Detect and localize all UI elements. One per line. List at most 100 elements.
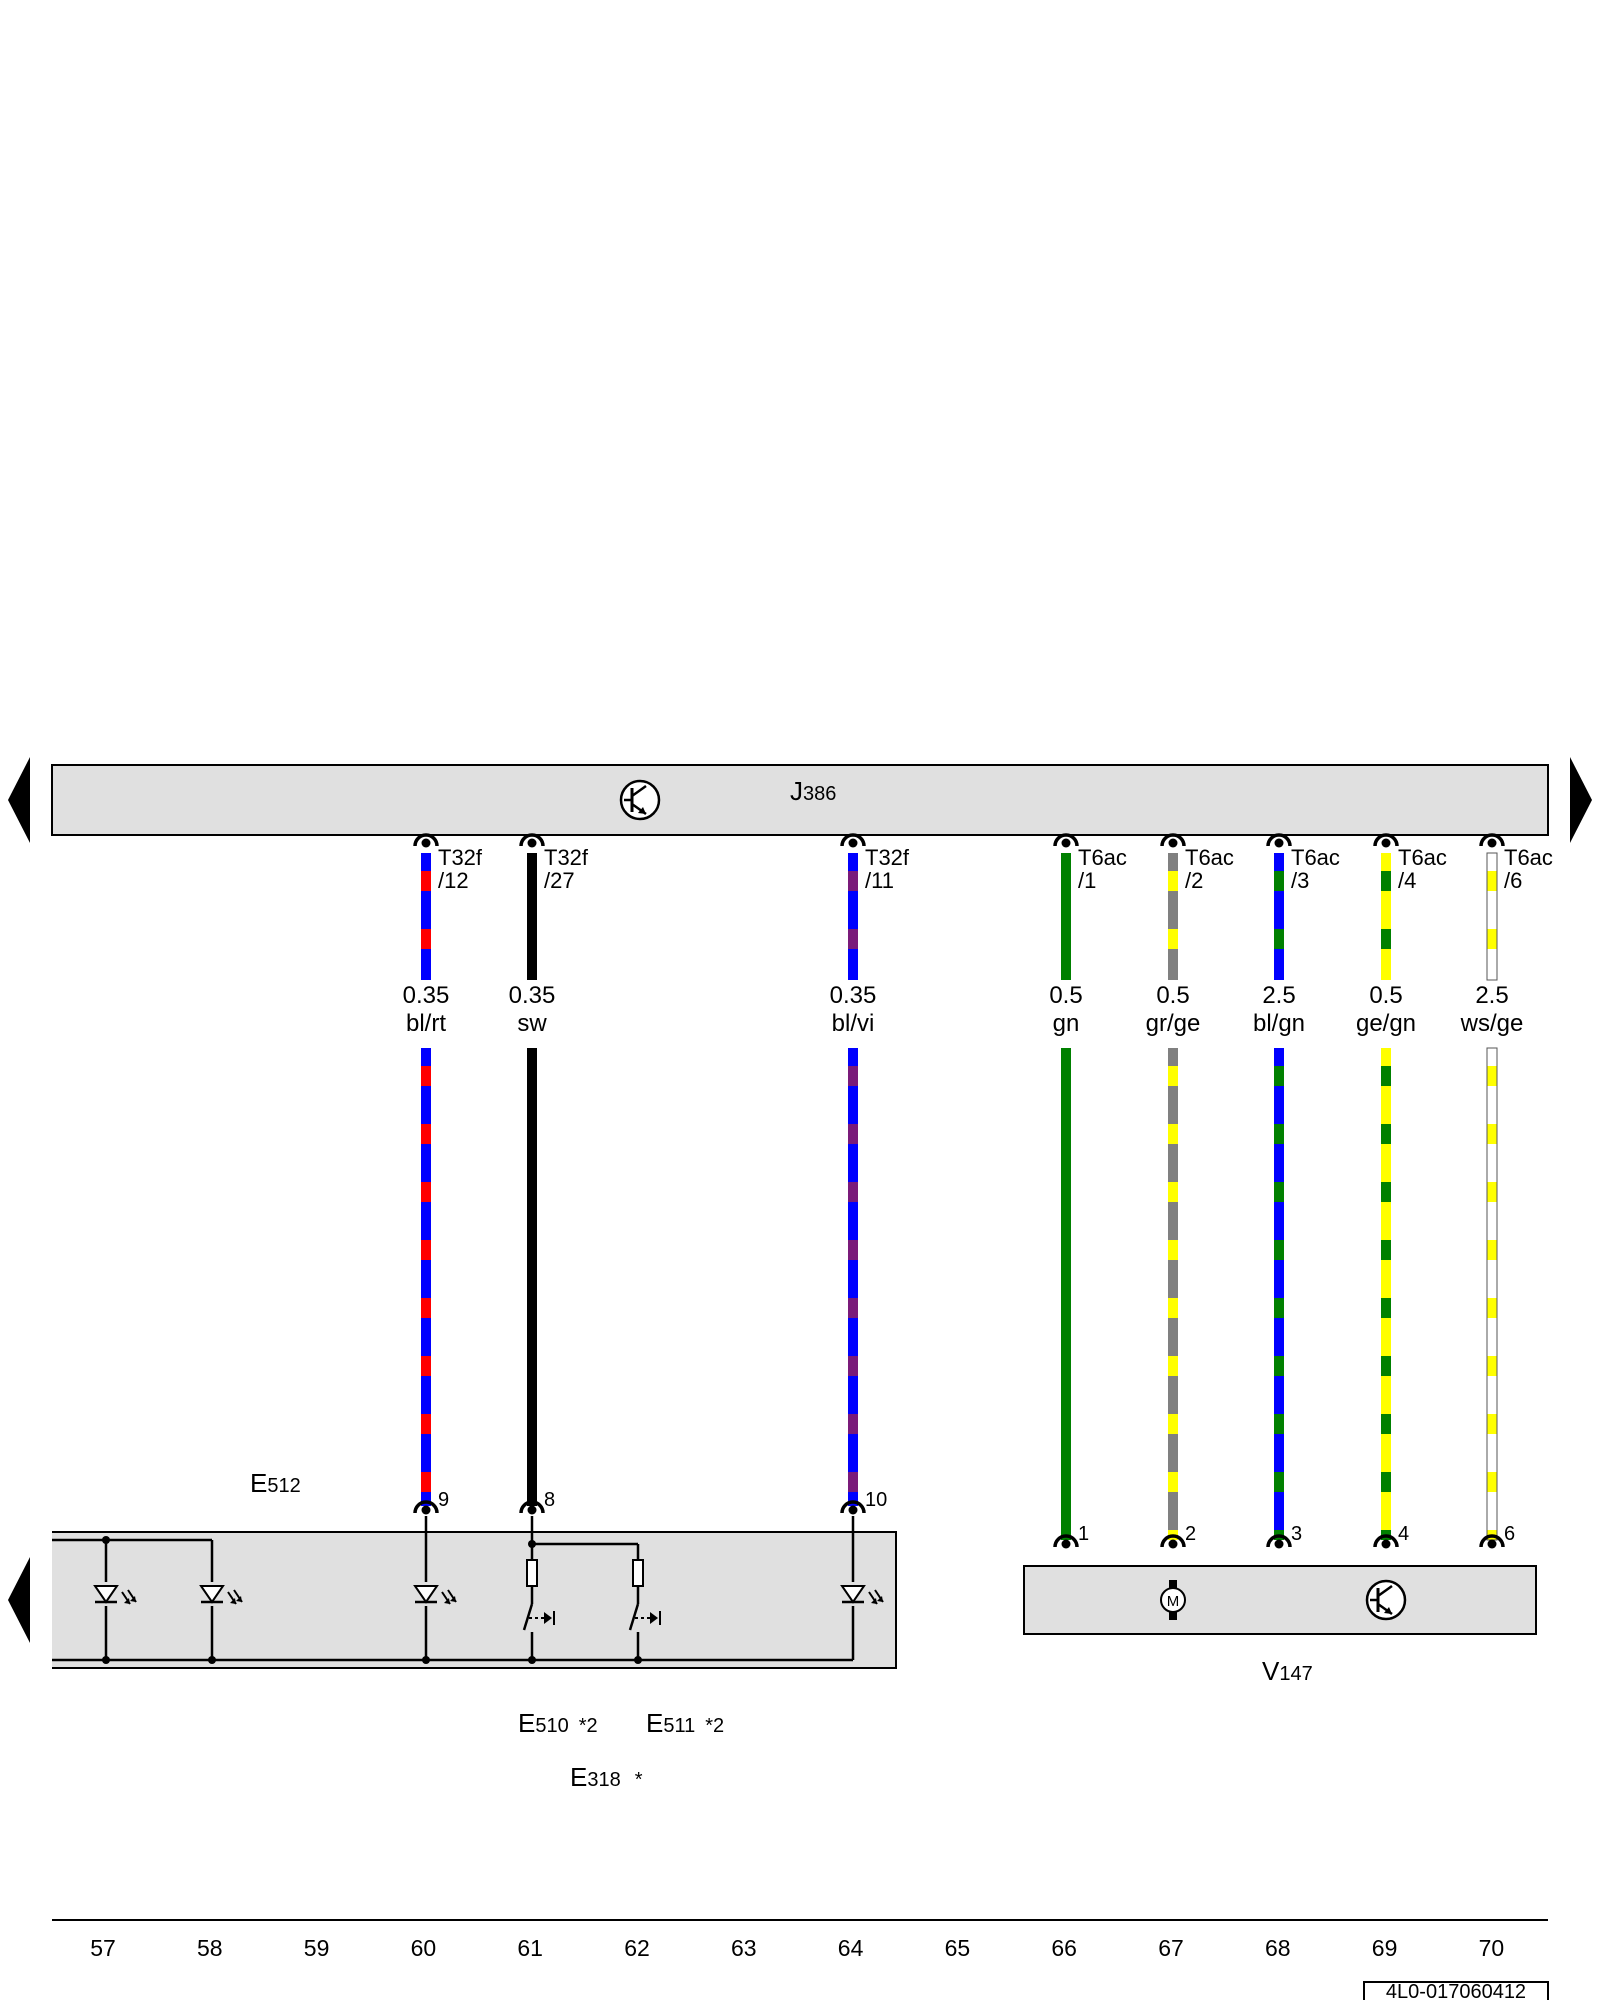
- wire-segment-lower-stripe: [1274, 1472, 1284, 1492]
- connector-pin-label: /4: [1398, 868, 1416, 893]
- wire-segment-lower-stripe: [1381, 1414, 1391, 1434]
- end-pin-number: 8: [544, 1489, 555, 1511]
- wire-segment-upper-stripe: [1168, 929, 1178, 949]
- wire-segment-upper: [1274, 853, 1284, 980]
- wire-segment-lower-stripe: [848, 1182, 858, 1202]
- wire-segment-lower-stripe: [1274, 1356, 1284, 1376]
- wire-color-code: bl/gn: [1253, 1010, 1305, 1037]
- wire-color-code: gn: [1053, 1010, 1080, 1037]
- wire-segment-lower: [1274, 1048, 1284, 1540]
- svg-text:E318*: E318*: [570, 1762, 643, 1792]
- wire-ge-gn[interactable]: T6ac/40.5ge/gn4: [1356, 833, 1447, 1549]
- wire-color-code: sw: [517, 1010, 547, 1037]
- top-connector: [413, 833, 439, 847]
- resistor-icon: [526, 1559, 538, 1587]
- column-number: 60: [411, 1935, 437, 1961]
- wire-segment-upper-stripe: [1487, 871, 1497, 891]
- e510-note: *2: [579, 1715, 598, 1737]
- motor-v147: M V147: [1023, 1565, 1537, 1686]
- connector-pin-label: /1: [1078, 868, 1096, 893]
- wire-segment-upper: [848, 853, 858, 980]
- wire-segment-upper-stripe: [848, 929, 858, 949]
- wire-segment-upper: [1168, 853, 1178, 980]
- connector-label: T6ac: [1185, 845, 1234, 870]
- wire-cross-section: 0.35: [403, 982, 450, 1009]
- top-connector: [1053, 833, 1079, 847]
- wire-segment-lower-stripe: [1168, 1414, 1178, 1434]
- bottom-connector: [1479, 1534, 1505, 1548]
- wire-ws-ge[interactable]: T6ac/62.5ws/ge6: [1460, 833, 1553, 1549]
- bottom-connector-pin: [421, 1505, 431, 1515]
- end-pin-number: 2: [1185, 1523, 1196, 1545]
- bottom-connector-pin: [848, 1505, 858, 1515]
- column-number: 64: [838, 1935, 864, 1961]
- wire-color-code: bl/rt: [406, 1010, 446, 1037]
- wire-segment-lower-stripe: [421, 1298, 431, 1318]
- wire-gr-ge[interactable]: T6ac/20.5gr/ge2: [1146, 833, 1234, 1549]
- wire-segment-lower-stripe: [1487, 1124, 1497, 1144]
- next-page-arrow[interactable]: [1570, 757, 1592, 843]
- wire-segment-upper-stripe: [1274, 929, 1284, 949]
- v147-letter: V: [1262, 1656, 1280, 1686]
- connector-pin-label: /27: [544, 868, 575, 893]
- wire-segment-upper-outline: [1486, 852, 1498, 981]
- wire-segment-lower-stripe: [1168, 1066, 1178, 1086]
- connector-label: T32f: [544, 845, 589, 870]
- j386-letter: J: [790, 776, 803, 806]
- bottom-connector-pin: [1061, 1539, 1071, 1549]
- wire-cross-section: 0.5: [1369, 982, 1402, 1009]
- column-number: 67: [1158, 1935, 1184, 1961]
- bottom-connector-pin: [1274, 1539, 1284, 1549]
- wires: T32f/120.35bl/rt9T32f/270.35sw8T32f/110.…: [403, 833, 1553, 1549]
- wire-segment-lower-stripe: [1487, 1472, 1497, 1492]
- wire-segment-lower-stripe: [1381, 1298, 1391, 1318]
- wire-segment-lower-stripe: [1168, 1356, 1178, 1376]
- e512-box: [52, 1531, 897, 1669]
- wire-segment-lower-stripe: [1487, 1414, 1497, 1434]
- diagram-id-box: 4L0-017060412: [1363, 1981, 1549, 2000]
- prev-page-arrow-bottom[interactable]: [8, 1557, 30, 1643]
- connector-label: T6ac: [1291, 845, 1340, 870]
- e511-letter: E: [646, 1708, 663, 1738]
- top-connector-pin: [1168, 838, 1178, 848]
- wire-segment-upper-stripe: [848, 871, 858, 891]
- wire-segment-lower: [1168, 1048, 1178, 1540]
- connector-label: T32f: [438, 845, 483, 870]
- svg-text:E511*2: E511*2: [646, 1708, 724, 1738]
- top-connector: [840, 833, 866, 847]
- wire-bl-gn[interactable]: T6ac/32.5bl/gn3: [1253, 833, 1340, 1549]
- bottom-connector: [1053, 1534, 1079, 1548]
- wire-segment-lower-stripe: [1487, 1240, 1497, 1260]
- bottom-connector: [1160, 1534, 1186, 1548]
- wire-segment-lower-stripe: [1168, 1472, 1178, 1492]
- wire-segment-lower-stripe: [421, 1356, 431, 1376]
- led-icon: [839, 1582, 884, 1606]
- column-number: 69: [1372, 1935, 1398, 1961]
- top-connector-pin: [1381, 838, 1391, 848]
- e510-number: 510: [535, 1715, 568, 1737]
- wire-segment-lower-stripe: [1168, 1124, 1178, 1144]
- column-number: 61: [517, 1935, 543, 1961]
- wire-segment-lower-stripe: [1168, 1240, 1178, 1260]
- wire-cross-section: 2.5: [1475, 982, 1508, 1009]
- wire-segment-lower: [848, 1048, 858, 1506]
- connector-pin-label: /11: [865, 868, 894, 893]
- wire-segment-upper: [527, 853, 537, 980]
- prev-page-arrow-top[interactable]: [8, 757, 30, 843]
- e318-note: *: [635, 1769, 643, 1791]
- diagram-id: 4L0-017060412: [1386, 1981, 1526, 2000]
- column-number: 66: [1051, 1935, 1077, 1961]
- bottom-connector: [519, 1500, 545, 1514]
- wire-cross-section: 0.35: [509, 982, 556, 1009]
- bottom-connector-pin: [1381, 1539, 1391, 1549]
- column-number: 68: [1265, 1935, 1291, 1961]
- wire-segment-upper: [421, 853, 431, 980]
- wire-segment-upper-stripe: [1381, 929, 1391, 949]
- wire-color-code: ge/gn: [1356, 1010, 1416, 1037]
